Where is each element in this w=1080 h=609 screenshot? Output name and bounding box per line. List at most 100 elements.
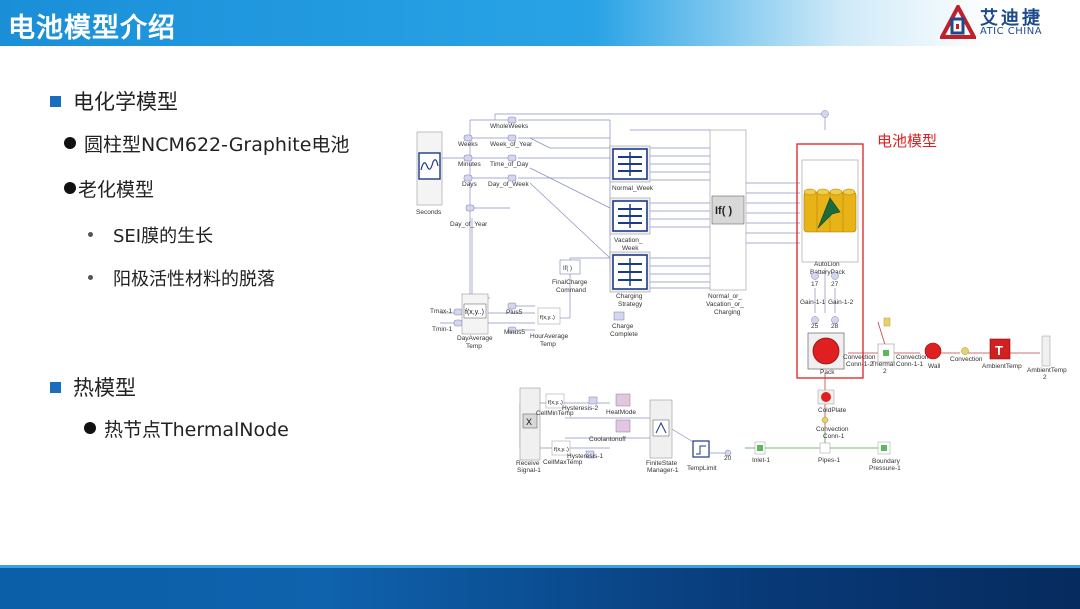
state-graph-icon: [655, 421, 667, 434]
pipes-block[interactable]: [819, 442, 831, 454]
square-bullet-icon: [50, 96, 61, 107]
label-seconds: Seconds: [416, 209, 442, 216]
tmax-tmin-sensors: [453, 302, 517, 334]
bullet-text: 圆柱型NCM622-Graphite电池: [84, 134, 350, 156]
label-charge-complete-1: Charge: [612, 323, 634, 330]
boundary-icon: [881, 445, 887, 451]
ambient-temp-block[interactable]: [989, 338, 1011, 360]
label-day-average-1: DayAverage: [457, 335, 493, 342]
bullet-aging: 老化模型: [64, 175, 154, 202]
hysteresis-1-block[interactable]: [585, 450, 595, 459]
label-final-charge-1: FinalCharge: [552, 279, 588, 286]
step-function-icon: [696, 445, 706, 455]
model-diagram: Seconds WholeWeeks Weeks Week_of_Year Mi…: [400, 108, 1080, 480]
day-average-icon: [463, 303, 487, 319]
label-temp-limit: TempLimit: [687, 465, 717, 472]
label-day-of-year: Day_of_Year: [450, 221, 488, 228]
charging-strategy-block[interactable]: [609, 251, 651, 293]
label-gain-1-2: Gain-1-2: [828, 299, 854, 306]
inlet-icon: [757, 445, 763, 451]
label-autolion-2: BatteryPack: [810, 269, 846, 276]
final-charge-block[interactable]: [559, 259, 581, 275]
label-minutes: Minutes: [458, 161, 482, 168]
bullet-text: 电化学模型: [73, 90, 178, 114]
label-conv-conn-2: Conn-1: [823, 433, 845, 440]
footer-accent-line: [0, 565, 1080, 568]
receive-signal-icon: [522, 413, 538, 429]
label-hysteresis-2: Hysteresis-2: [562, 405, 599, 412]
normal-week-block[interactable]: [609, 145, 651, 183]
battery-cells-icon: [803, 188, 857, 233]
charge-complete-block[interactable]: [613, 311, 625, 321]
temp-limit-block[interactable]: [692, 440, 710, 458]
label-final-charge-2: Command: [556, 287, 586, 294]
label-heat-mode: HeatMode: [606, 409, 636, 416]
label-tmin: Tmin-1: [432, 326, 453, 333]
label-normal-vacation-2: Vacation_or_: [706, 301, 744, 308]
title-bar: 电池模型介绍: [0, 0, 1080, 46]
vacation-week-block[interactable]: [609, 197, 651, 235]
convection-block[interactable]: [961, 347, 969, 355]
label-boundary-2: Pressure-1: [869, 465, 901, 472]
label-conv-2: Conn-1-2: [846, 361, 873, 368]
ambient-temp-2-block[interactable]: [1041, 335, 1051, 367]
label-days: Days: [462, 181, 478, 188]
heat-mode-block[interactable]: [615, 393, 631, 407]
label-autolion-1: AutoLion: [814, 261, 840, 268]
label-fsm-1: FiniteState: [646, 460, 677, 467]
hour-average-fxy: f(x,y..): [540, 315, 555, 321]
cell-max-temp-block[interactable]: [551, 440, 571, 456]
square-bullet-icon: [50, 382, 61, 393]
label-normal-week: Normal_Week: [612, 185, 654, 192]
signal-wires: [440, 113, 836, 454]
label-wall: Wall: [928, 363, 941, 370]
label-charging-strategy-1: Charging: [616, 293, 643, 300]
logo-english: ATIC CHINA: [980, 26, 1043, 37]
small-bullet-icon: [88, 275, 93, 280]
round-bullet-icon: [64, 137, 76, 149]
label-whole-weeks: WholeWeeks: [490, 123, 529, 130]
gain-blocks: [811, 110, 839, 324]
label-thermal-2-2: 2: [883, 368, 887, 375]
cold-plate-icon: [821, 392, 831, 402]
cell-min-temp-block[interactable]: [545, 393, 565, 409]
label-ambient-temp: AmbientTemp: [982, 363, 1022, 370]
label-hysteresis-1: Hysteresis-1: [567, 453, 604, 460]
bullet-sei: SEI膜的生长: [88, 222, 213, 248]
label-cell-min: CellMinTemp: [536, 410, 574, 417]
day-average-fxy: f(x,y..): [465, 309, 484, 316]
label-conv11-2: Conn-1-1: [896, 361, 923, 368]
hour-average-block[interactable]: [537, 307, 561, 325]
thermal-sensor-icon: [883, 317, 891, 327]
hysteresis-2-block[interactable]: [588, 396, 598, 405]
bullet-thermal-node: 热节点ThermalNode: [84, 415, 289, 442]
label-num-17: 17: [811, 281, 819, 288]
bullet-cylinder: 圆柱型NCM622-Graphite电池: [64, 130, 349, 157]
cell-min-fxy: f(x,y..): [548, 400, 563, 406]
label-time-of-day: Time_of_Day: [490, 161, 529, 168]
logo-mark-icon: [940, 5, 976, 39]
label-fsm-2: Manager-1: [647, 467, 679, 474]
label-inlet: Inlet-1: [752, 457, 770, 464]
round-bullet-icon: [84, 422, 96, 434]
label-normal-vacation-3: Charging: [714, 309, 741, 316]
label-conv11-1: Convection: [896, 354, 929, 361]
label-receive-2: Signal-1: [517, 467, 541, 474]
label-plus5: Plus5: [506, 309, 523, 316]
label-conv-conn-1: Convection: [816, 426, 849, 433]
if-symbol-box: [711, 195, 745, 225]
bullet-text: 阳极活性材料的脱落: [113, 269, 275, 290]
ambient-temp-t-icon: T: [995, 343, 1003, 358]
battery-model-frame: [796, 143, 864, 379]
wall-block[interactable]: [924, 342, 942, 360]
label-pipes: Pipes-1: [818, 457, 840, 464]
coolant-onoff-block[interactable]: [615, 419, 631, 433]
bullet-thermal: 热模型: [50, 372, 136, 402]
gain-20-block[interactable]: [724, 449, 732, 457]
label-hour-average-1: HourAverage: [530, 333, 569, 340]
label-normal-vacation-1: Normal_or_: [708, 293, 742, 300]
label-convection: Convection: [950, 356, 983, 363]
bullet-text: 老化模型: [78, 179, 155, 201]
label-tmax: Tmax-1: [430, 308, 452, 315]
